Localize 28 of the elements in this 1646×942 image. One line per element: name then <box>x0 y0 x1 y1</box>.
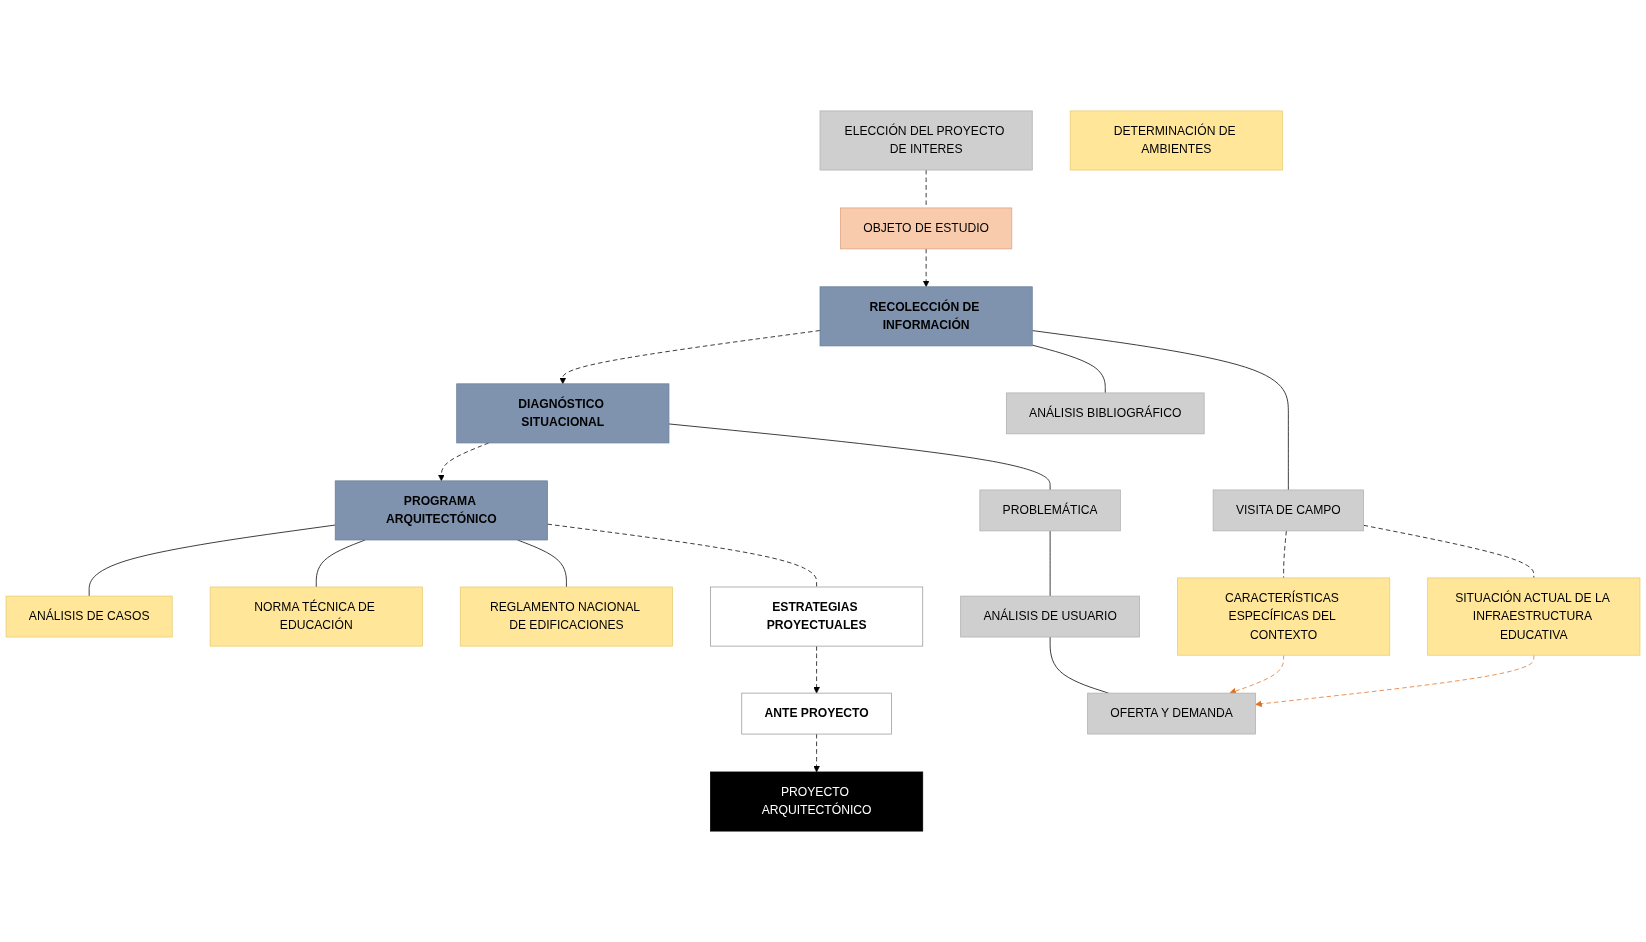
connector <box>1363 524 1535 579</box>
connector <box>1031 344 1106 394</box>
node-box: DETERMINACIÓN DE AMBIENTES <box>1069 110 1283 171</box>
connector <box>547 523 817 588</box>
connector <box>517 539 567 588</box>
connector <box>1031 330 1289 491</box>
node-box: REGLAMENTO NACIONAL DE EDIFICACIONES <box>459 586 673 647</box>
node-box: PROGRAMA ARQUITECTÓNICO <box>334 480 548 541</box>
node-box: VISITA DE CAMPO <box>1212 489 1364 532</box>
node-box: ANTE PROYECTO <box>741 692 892 735</box>
node-box: SITUACIÓN ACTUAL DE LA INFRAESTRUCTURA EDUCATIVA <box>1427 577 1641 656</box>
node-box: ANÁLISIS DE USUARIO <box>960 595 1140 638</box>
connector <box>88 524 336 597</box>
node-box: PROYECTO ARQUITECTÓNICO <box>710 771 924 832</box>
connector <box>315 539 366 588</box>
node-box: OBJETO DE ESTUDIO <box>840 207 1013 250</box>
connector <box>668 423 1051 491</box>
node-box: RECOLECCIÓN DE INFORMACIÓN <box>819 286 1033 347</box>
node-box: DIAGNÓSTICO SITUACIONAL <box>456 383 670 444</box>
connector <box>1049 636 1109 694</box>
node-box: ANÁLISIS BIBLIOGRÁFICO <box>1005 392 1205 435</box>
node-box: ANÁLISIS DE CASOS <box>5 595 173 638</box>
node-box: NORMA TÉCNICA DE EDUCACIÓN <box>209 586 423 647</box>
node-box: ELECCIÓN DEL PROYECTO DE INTERES <box>819 110 1033 171</box>
node-box: PROBLEMÁTICA <box>979 489 1121 532</box>
node-box: OFERTA Y DEMANDA <box>1087 692 1256 735</box>
node-box: ESTRATEGIAS PROYECTUALES <box>710 586 924 647</box>
node-box: CARACTERÍSTICAS ESPECÍFICAS DEL CONTEXTO <box>1177 577 1391 656</box>
